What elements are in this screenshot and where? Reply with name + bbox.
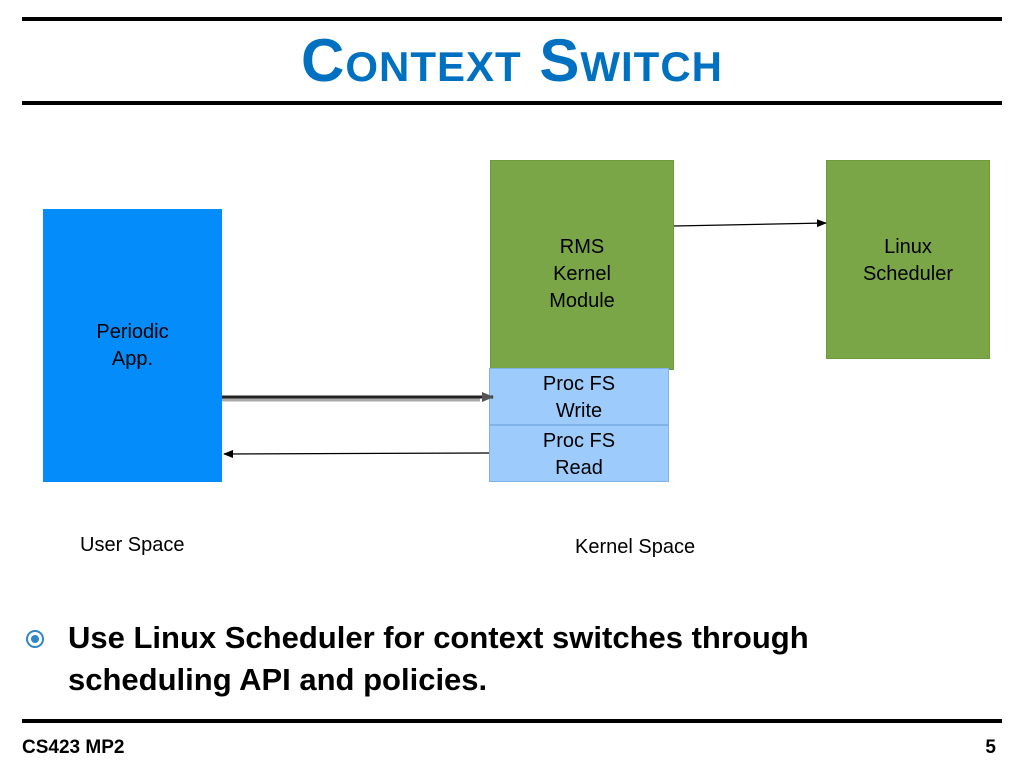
- read-arrow: [223, 449, 490, 458]
- footer-page-number: 5: [985, 737, 996, 758]
- top-rule: [22, 17, 1002, 21]
- periodic-app-label: Periodic App.: [96, 321, 169, 370]
- footer-course: CS423 MP2: [22, 737, 125, 758]
- periodic-app-box: Periodic App.: [43, 209, 222, 482]
- scheduler-arrow: [673, 219, 827, 228]
- bullet-icon: [26, 630, 44, 648]
- bullet-text: Use Linux Scheduler for context switches…: [68, 620, 809, 697]
- proc-fs-read-label: Proc FS Read: [542, 430, 616, 479]
- footer-rule: [22, 719, 1002, 723]
- title-underline: [22, 101, 1002, 105]
- user-space-label: User Space: [80, 534, 185, 556]
- slide-title: Context Switch: [301, 27, 723, 94]
- proc-fs-write-box: Proc FS Write: [489, 368, 669, 425]
- proc-fs-write-label: Proc FS Write: [542, 373, 616, 422]
- proc-fs-read-box: Proc FS Read: [489, 425, 669, 482]
- linux-scheduler-box: Linux Scheduler: [826, 160, 990, 359]
- rms-kernel-module-label: RMS Kernel Module: [549, 236, 615, 312]
- kernel-space-label: Kernel Space: [575, 536, 696, 558]
- linux-scheduler-label: Linux Scheduler: [862, 236, 954, 285]
